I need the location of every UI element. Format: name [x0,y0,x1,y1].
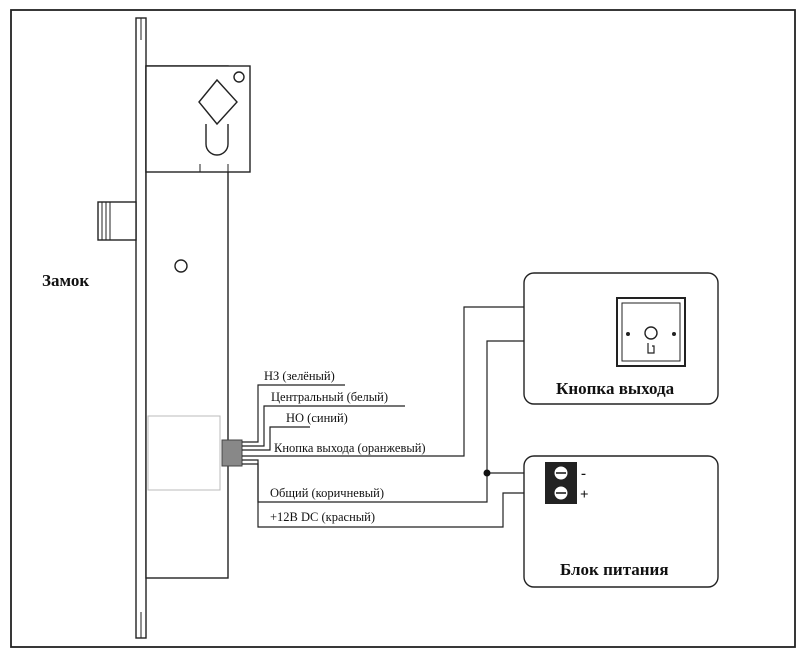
wire-exit [242,306,538,457]
cylinder-housing [145,65,251,173]
screw-terminal-icon [545,462,577,504]
junction-dot [483,469,491,477]
wire-connector-icon [221,439,243,467]
key-cylinder-icon [205,124,229,156]
terminal-plus-label: + [580,487,589,503]
exit-push-button-icon [616,297,686,367]
cylinder-cam-icon [198,78,238,126]
wire-label-ground: Общий (коричневый) [270,486,384,500]
wire-12v [242,463,541,528]
wire-label-no: НО (синий) [286,411,348,425]
spindle-hole-icon [174,259,188,273]
terminal-minus-label: - [581,466,586,482]
wire-ground [242,340,538,503]
lock-title: Замок [42,271,89,290]
wire-label-center: Центральный (белый) [271,390,388,404]
exit-button-title: Кнопка выхода [556,379,675,398]
wire-label-nc: НЗ (зелёный) [264,369,335,383]
power-supply-title: Блок питания [560,560,669,579]
lock-faceplate [135,17,147,639]
lock-body [97,17,251,639]
wire-label-12v: +12В DC (красный) [270,510,375,524]
wire-nc [242,384,345,443]
wire-common-contact [242,405,405,447]
wire-label-exit: Кнопка выхода (оранжевый) [274,441,426,455]
latch-bolt [97,201,137,241]
electronics-module [147,415,221,491]
wire-no [242,426,310,451]
outer-frame [10,9,796,648]
housing-screw-icon [233,71,245,83]
